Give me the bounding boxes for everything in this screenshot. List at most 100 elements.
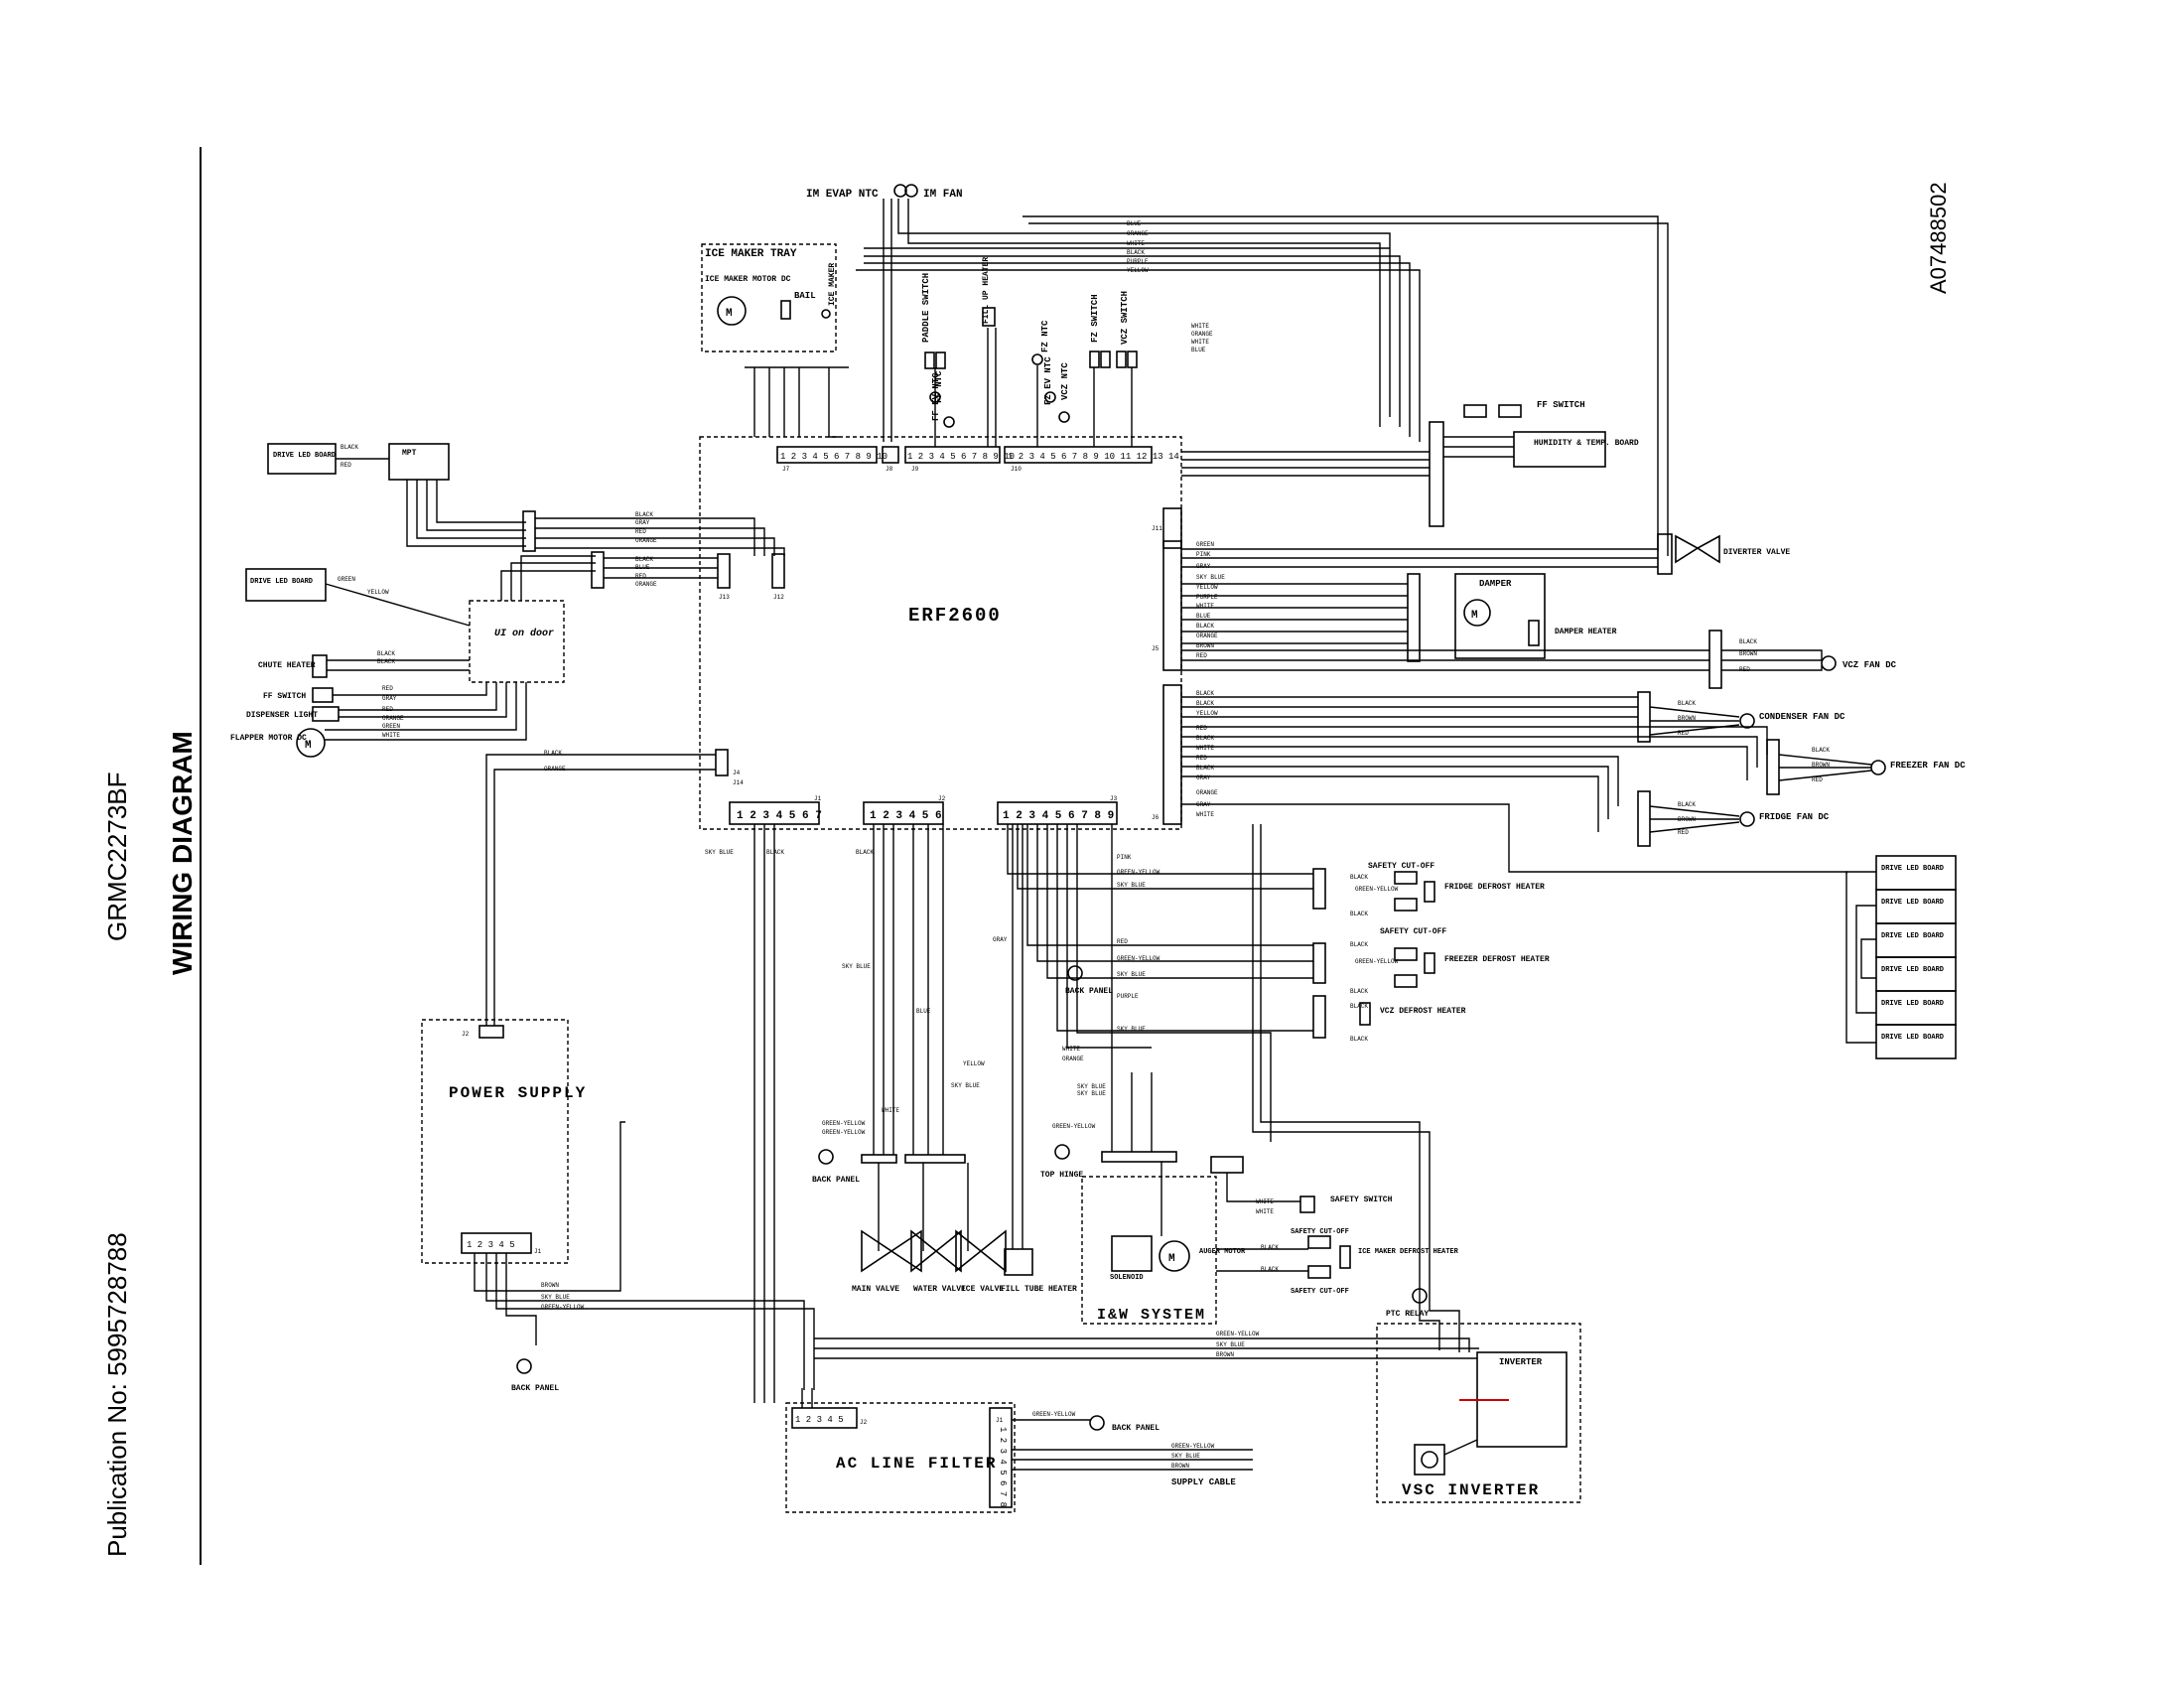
damper-motor-icon [1463,599,1491,627]
svg-text:BROWN: BROWN [1171,1463,1189,1470]
svg-text:YELLOW: YELLOW [963,1060,985,1067]
back-panel-mid-label: BACK PANEL [1065,987,1113,996]
safety-cutoff-4: SAFETY CUT-OFF [1291,1288,1349,1296]
back-panel-left-label: BACK PANEL [812,1176,860,1185]
ps-j1-pins: 1 2 3 4 5 [467,1240,515,1250]
safety-cutoff-3: SAFETY CUT-OFF [1291,1228,1349,1236]
svg-text:GREEN-YELLOW: GREEN-YELLOW [1355,958,1399,965]
fill-tube-heater-label: FILL TUBE HEATER [1001,1285,1077,1294]
fz-ev-ntc-label: FZ EV NTC [1043,356,1053,405]
iw-system-box [1081,1176,1217,1325]
svg-text:BLACK: BLACK [1678,801,1696,808]
svg-text:SKY BLUE: SKY BLUE [541,1294,570,1301]
chute-heater-icon [312,654,328,678]
bail-switch-icon [780,300,791,320]
svg-text:BLUE: BLUE [1196,613,1211,620]
freezer-defrost-heater-label: FREEZER DEFROST HEATER [1444,955,1550,964]
svg-text:ORANGE: ORANGE [382,715,404,722]
svg-text:M: M [1168,1253,1175,1265]
svg-text:RED: RED [1196,755,1207,762]
svg-text:PURPLE: PURPLE [1127,258,1149,265]
svg-text:GREEN-YELLOW: GREEN-YELLOW [1216,1331,1260,1337]
ps-back-panel-label: BACK PANEL [511,1384,559,1393]
svg-text:YELLOW: YELLOW [1196,710,1218,717]
svg-text:BLACK: BLACK [1261,1244,1279,1251]
ff-switch-icon [312,687,334,703]
svg-text:BLACK: BLACK [377,650,395,657]
led-board-mid-label: DRIVE LED BOARD [250,578,313,586]
j1-label: J1 [814,795,822,802]
ptc-relay-label: PTC RELAY [1386,1310,1429,1319]
safety-switch-label: SAFETY SWITCH [1330,1196,1393,1204]
svg-text:ORANGE: ORANGE [635,581,657,588]
svg-text:PURPLE: PURPLE [1196,594,1218,601]
main-valve-label: MAIN VALVE [852,1285,899,1294]
svg-text:SKY BLUE: SKY BLUE [1196,574,1225,581]
svg-text:BROWN: BROWN [1812,762,1830,769]
svg-text:WHITE: WHITE [1196,745,1214,752]
ui-board-label: UI on door [494,628,554,639]
svg-text:GRAY: GRAY [382,695,397,702]
svg-text:WHITE: WHITE [1196,603,1214,610]
svg-text:BROWN: BROWN [1678,715,1696,722]
svg-text:SKY BLUE: SKY BLUE [951,1082,980,1089]
vcz-defrost-heater-label: VCZ DEFROST HEATER [1380,1007,1466,1016]
ui-board-box [469,600,565,683]
svg-text:GREEN-YELLOW: GREEN-YELLOW [1171,1443,1215,1450]
svg-text:BLACK: BLACK [1812,747,1830,754]
svg-text:YELLOW: YELLOW [367,589,389,596]
fridge-fan-label: FRIDGE FAN DC [1759,812,1830,822]
svg-text:WHITE: WHITE [1191,323,1209,330]
svg-text:RED: RED [1678,829,1689,836]
auger-motor-label: AUGER MOTOR [1199,1248,1246,1256]
margin-rule [200,147,202,1565]
j12-label: J12 [773,594,784,601]
svg-text:ORANGE: ORANGE [635,537,657,544]
j11-label: J11 [1152,525,1162,532]
ice-maker-motor-label: ICE MAKER MOTOR DC [705,275,791,284]
ps-j2-label: J2 [462,1031,470,1038]
svg-text:YELLOW: YELLOW [1196,584,1218,591]
svg-text:BLACK: BLACK [635,511,653,518]
inverter-label: INVERTER [1499,1357,1543,1367]
svg-text:GREEN: GREEN [1196,541,1214,548]
svg-text:BLACK: BLACK [1350,1036,1368,1043]
svg-text:BLACK: BLACK [1350,941,1368,948]
svg-text:BLACK: BLACK [1196,690,1214,697]
svg-text:BLUE: BLUE [1127,220,1142,227]
iw-system-label: I&W SYSTEM [1097,1307,1206,1324]
lower-components: SAFETY CUT-OFF FRIDGE DEFROST HEATER SAF… [753,824,1581,1513]
j7-label: J7 [782,466,790,473]
svg-text:BLACK: BLACK [1196,765,1214,772]
svg-text:ORANGE: ORANGE [1062,1055,1084,1062]
svg-text:GREEN-YELLOW: GREEN-YELLOW [541,1304,585,1311]
svg-text:RED: RED [635,528,646,535]
svg-text:RED: RED [382,685,393,692]
j10-pins: 1 2 3 4 5 6 7 8 9 10 11 12 13 14 [1008,452,1179,462]
led-board-r1: DRIVE LED BOARD [1881,865,1944,873]
evap-ntc-icon [893,184,907,198]
svg-text:BLACK: BLACK [1350,1003,1368,1010]
led-board-r4: DRIVE LED BOARD [1881,966,1944,974]
j14-label: J14 [733,779,744,786]
svg-text:M: M [1471,610,1478,622]
svg-text:BLACK: BLACK [377,658,395,665]
svg-text:BLACK: BLACK [1261,1266,1279,1273]
j1-pins: 1 2 3 4 5 6 7 [737,810,822,822]
fz-switch-label: FZ SWITCH [1090,294,1100,343]
right-led-boards: DRIVE LED BOARD DRIVE LED BOARD DRIVE LE… [1845,855,1957,1059]
j2-label: J2 [938,795,946,802]
j9-label: J9 [911,466,919,473]
svg-text:SKY BLUE: SKY BLUE [1216,1341,1245,1348]
svg-text:PINK: PINK [1117,854,1132,861]
svg-text:GREEN-YELLOW: GREEN-YELLOW [1117,955,1160,962]
svg-text:SKY BLUE: SKY BLUE [1117,1026,1146,1033]
fridge-fan-icon [1739,811,1755,827]
svg-text:BLACK: BLACK [341,444,358,451]
evap-ntc-label: IM EVAP NTC [806,189,879,201]
acf-j2-pins: 1 2 3 4 5 [795,1415,844,1425]
j4-label: J4 [733,770,741,776]
ff-ntc-label: FF NTC [934,370,944,403]
mpt-box [388,443,450,481]
svg-text:RED: RED [1739,666,1750,673]
